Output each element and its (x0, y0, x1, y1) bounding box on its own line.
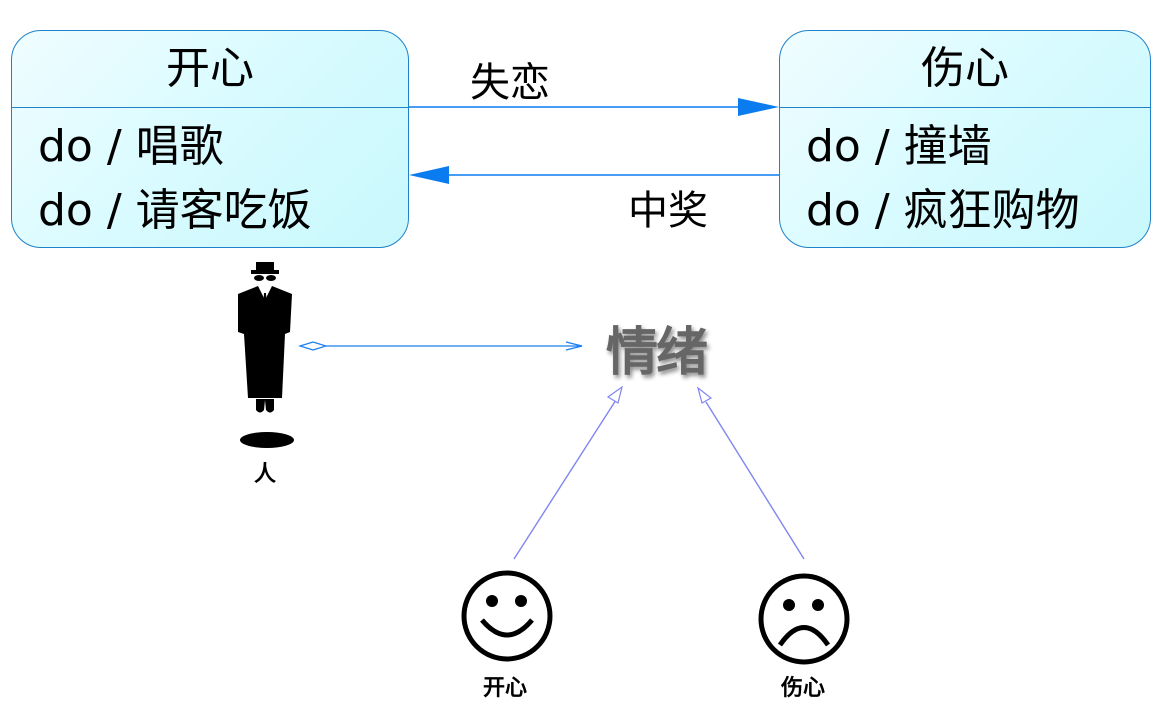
generalization-sad[interactable] (696, 386, 805, 560)
happy-face-icon[interactable] (461, 570, 553, 662)
activity-item: do / 请客吃饭 (38, 185, 312, 236)
aggregation-person-emotion[interactable] (297, 341, 583, 351)
activity-item: do / 唱歌 (38, 121, 224, 172)
state-sad-activities: do / 撞墙 do / 疯狂购物 (806, 115, 1080, 243)
generalization-happy[interactable] (513, 385, 623, 560)
person-icon[interactable] (238, 262, 294, 448)
state-sad[interactable]: 伤心 do / 撞墙 do / 疯狂购物 (779, 30, 1151, 248)
activity-item: do / 撞墙 (806, 121, 992, 172)
diamond-icon (297, 341, 329, 351)
transition-sad-to-happy[interactable] (409, 166, 779, 184)
arrowhead-icon (738, 98, 779, 116)
sad-face-label: 伤心 (781, 676, 826, 701)
triangle-arrow-icon (606, 385, 623, 404)
state-happy[interactable]: 开心 do / 唱歌 do / 请客吃饭 (11, 30, 409, 248)
state-happy-title: 开心 (12, 31, 408, 108)
emotion-class-label[interactable]: 情绪 (606, 323, 708, 383)
transition-label-sad-to-happy: 中奖 (628, 188, 708, 234)
transition-happy-to-sad[interactable] (409, 98, 779, 116)
activity-item: do / 疯狂购物 (806, 185, 1080, 236)
open-arrow-icon (565, 341, 583, 351)
happy-face-label: 开心 (483, 676, 528, 701)
sad-face-icon[interactable] (758, 573, 850, 665)
triangle-arrow-icon (696, 386, 713, 404)
arrowhead-icon (409, 166, 449, 184)
person-label: 人 (254, 462, 277, 487)
state-happy-activities: do / 唱歌 do / 请客吃饭 (38, 115, 312, 243)
transition-label-happy-to-sad: 失恋 (470, 60, 550, 106)
state-sad-title: 伤心 (780, 31, 1150, 108)
